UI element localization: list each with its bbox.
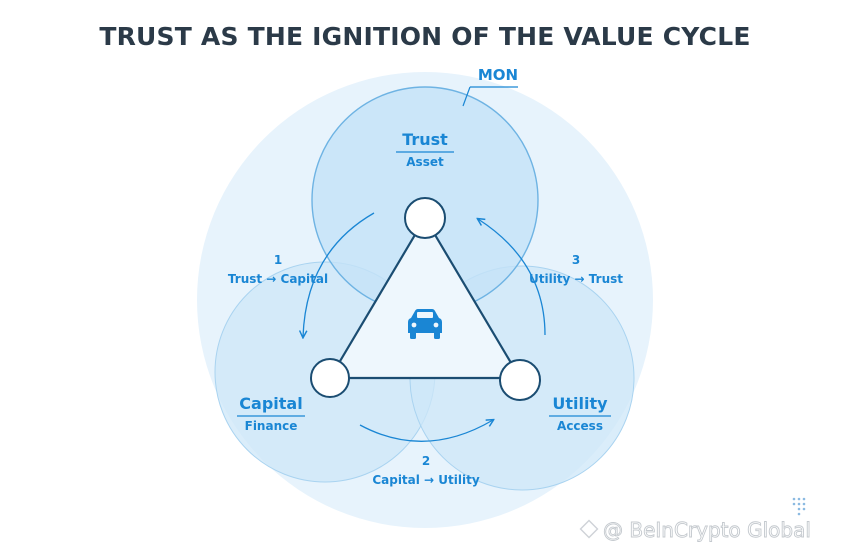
utility-sublabel: Access [557,419,603,433]
watermark-logo-icon [792,497,806,516]
mon-callout-label: MON [478,66,518,84]
trust-sublabel: Asset [406,155,444,169]
watermark-text: @ BeInCrypto Global [603,518,811,542]
arrow-utility-to-trust [478,219,546,336]
arrow-capital-to-utility [359,420,493,442]
step-2-label: Capital → Utility [372,473,480,487]
step-3-label: Utility → Trust [529,272,623,286]
arrow-trust-to-capital [303,212,375,337]
capital-label: Capital [239,394,302,413]
step-1-label: Trust → Capital [228,272,328,286]
trust-node [404,197,446,239]
trust-label: Trust [402,130,448,149]
car-icon [408,309,442,339]
step-3-number: 3 [572,253,580,267]
step-1-number: 1 [274,253,282,267]
capital-sublabel: Finance [245,419,298,433]
mon-callout-leader [462,86,471,107]
step-2-number: 2 [422,454,430,468]
watermark-diamond-icon [579,519,599,539]
center-triangle [328,216,522,380]
page-title: TRUST AS THE IGNITION OF THE VALUE CYCLE [99,22,750,51]
capital-node [310,358,350,398]
utility-label: Utility [552,394,608,413]
utility-node [499,359,541,401]
